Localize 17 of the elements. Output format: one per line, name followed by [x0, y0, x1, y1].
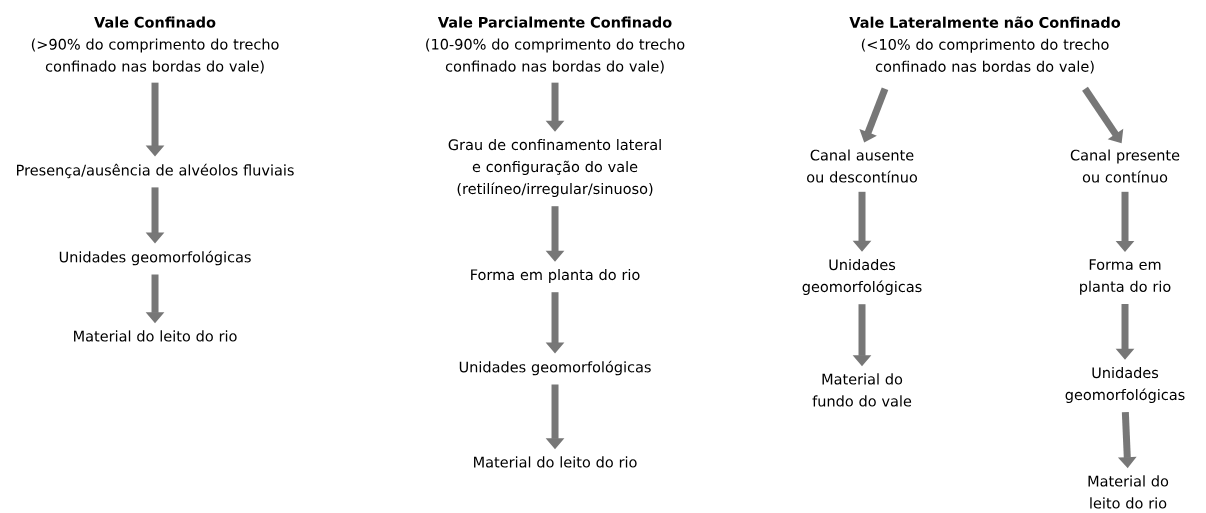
- step-text: Unidades geomorfológicas: [459, 360, 651, 376]
- heading-text: Vale Confinado (>90% do comprimento do trecho confinado nas bordas do vale): [31, 16, 279, 74]
- heading-text: Vale Lateralmente não Confinado (<10% do comprimento do trecho confinado nas bordas do vale): [849, 16, 1121, 74]
- step-text: Forma em planta do rio: [1080, 259, 1171, 295]
- step-text: Canal ausente ou descontínuo: [807, 149, 917, 183]
- step-text: Material do leito do rio: [1088, 475, 1169, 509]
- step-text: Forma em planta do rio: [471, 268, 640, 283]
- step-text: Unidades geomorfológicas: [1065, 366, 1185, 403]
- step-text: Presença/ausência de alvéolos fluviais: [17, 163, 294, 179]
- step-text: Canal presente ou contínuo: [1070, 149, 1180, 183]
- step-text: Unidades geomorfológicas: [59, 250, 251, 266]
- step-text: Grau de confinamento lateral e configuração do vale (retilíneo/irregular/sinuoso): [448, 138, 661, 197]
- step-text: Material do leito do rio: [474, 456, 637, 468]
- step-text: Material do leito do rio: [74, 330, 237, 342]
- heading-text: Vale Parcialmente Confinado (10-90% do comprimento do trecho confinado nas bordas do vale): [426, 16, 685, 74]
- step-text: Material do fundo do vale: [812, 373, 912, 407]
- step-text: Unidades geomorfológicas: [802, 258, 922, 295]
